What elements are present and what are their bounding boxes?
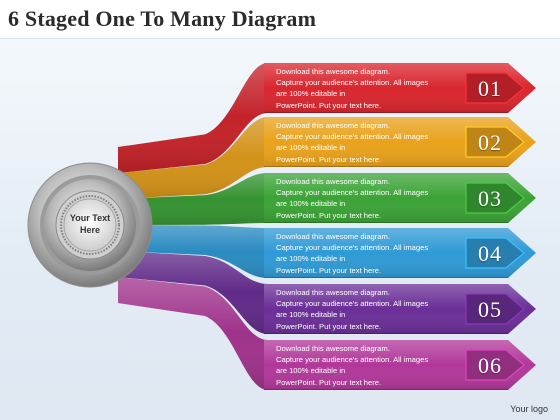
stage-5-text: Download this awesome diagram. Capture yo…	[276, 287, 456, 332]
stage-1-connector-shine	[118, 63, 268, 173]
stage-1-text-line-1: Download this awesome diagram.	[276, 67, 390, 76]
title-divider	[0, 38, 560, 39]
stage-3-text-line-2: Capture your audience's attention. All i…	[276, 188, 429, 198]
stage-4-number: 04	[478, 241, 502, 266]
center-hub	[27, 162, 153, 288]
stage-2-text: Download this awesome diagram. Capture yo…	[276, 120, 456, 165]
stage-6-text-line-1: Download this awesome diagram.	[276, 344, 390, 353]
hub-label-line-1: Your Text	[69, 213, 111, 223]
stage-1-number-tab	[465, 72, 525, 104]
stage-6-text-line-3: are 100% editable in	[276, 366, 346, 376]
stage-3-connector-shine	[118, 173, 268, 225]
stage-5-text-line-3: are 100% editable in	[276, 310, 346, 320]
stage-5-number: 05	[478, 297, 502, 322]
stage-1-text: Download this awesome diagram. Capture yo…	[276, 66, 456, 111]
stage-4-text: Download this awesome diagram. Capture yo…	[276, 231, 456, 276]
stage-4-text-line-3: are 100% editable in	[276, 254, 346, 264]
stage-5-number-tab	[465, 293, 525, 325]
stage-3-text-line-4: PowerPoint. Put your text here.	[276, 210, 382, 220]
stage-2-text-line-2: Capture your audience's attention. All i…	[276, 132, 429, 142]
stage-6-connector-shine	[118, 277, 268, 390]
stage-1-text-line-4: PowerPoint. Put your text here.	[276, 100, 382, 110]
hub-label-line-2: Here	[79, 225, 100, 235]
stage-2-text-line-3: are 100% editable in	[276, 143, 346, 153]
stage-2-number: 02	[478, 130, 502, 155]
stage-1-number: 01	[478, 76, 502, 101]
stage-6-number-tab	[465, 349, 525, 381]
stage-2-text-line-1: Download this awesome diagram.	[276, 121, 390, 130]
stage-3-text-line-1: Download this awesome diagram.	[276, 177, 390, 186]
stage-5-text-line-2: Capture your audience's attention. All i…	[276, 299, 429, 309]
stage-5-text-line-4: PowerPoint. Put your text here.	[276, 321, 382, 331]
hub-label: Your Text Here	[62, 212, 118, 236]
stage-3-text: Download this awesome diagram. Capture yo…	[276, 176, 456, 221]
stage-6-text-line-2: Capture your audience's attention. All i…	[276, 355, 429, 365]
stage-3-number-tab	[465, 182, 525, 214]
stage-4-number-tab	[465, 237, 525, 269]
stage-1-text-line-2: Capture your audience's attention. All i…	[276, 78, 429, 88]
stage-3-number: 03	[478, 186, 502, 211]
logo-placeholder: Your logo	[510, 404, 548, 414]
stage-2-text-line-4: PowerPoint. Put your text here.	[276, 154, 382, 164]
stage-2-connector-shine	[118, 117, 268, 199]
page-title: 6 Staged One To Many Diagram	[8, 6, 317, 31]
stage-3-text-line-3: are 100% editable in	[276, 199, 346, 209]
stage-1-text-line-3: are 100% editable in	[276, 89, 346, 99]
stage-5-text-line-1: Download this awesome diagram.	[276, 288, 390, 297]
stage-4-text-line-2: Capture your audience's attention. All i…	[276, 243, 429, 253]
stage-6-text: Download this awesome diagram. Capture yo…	[276, 343, 456, 388]
stage-5-connector-shine	[118, 251, 268, 334]
stage-6-number: 06	[478, 353, 502, 378]
stage-4-connector-shine	[118, 225, 268, 278]
stage-6-text-line-4: PowerPoint. Put your text here.	[276, 377, 382, 387]
stage-4-text-line-4: PowerPoint. Put your text here.	[276, 265, 382, 275]
stage-2-number-tab	[465, 126, 525, 158]
stage-4-text-line-1: Download this awesome diagram.	[276, 232, 390, 241]
